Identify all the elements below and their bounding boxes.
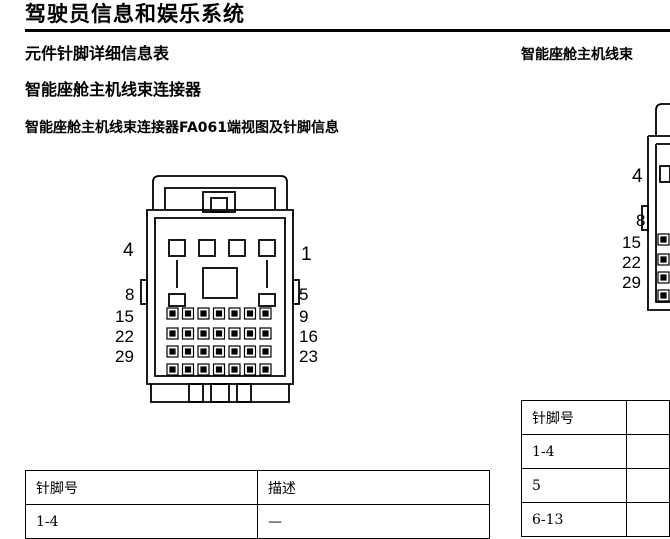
pin-info-table-right: 针脚号 1-4 5 6-13 xyxy=(520,400,670,537)
section-subtitle: 智能座舱主机线束连接器 xyxy=(25,80,202,99)
small-pin-contact xyxy=(184,310,192,317)
document-header-title: 驾驶员信息和娱乐系统 xyxy=(25,2,245,26)
table-header-pin: 针脚号 xyxy=(520,400,628,435)
table-cell-desc xyxy=(626,468,670,503)
small-pin-contact xyxy=(231,330,238,337)
pin-label-right-0: 1 xyxy=(301,244,312,265)
small-pin-contact xyxy=(200,348,207,355)
small-pin-contact xyxy=(246,366,254,373)
small-pin-contact xyxy=(231,348,238,355)
small-pin-contact xyxy=(262,348,269,355)
small-pin-contact xyxy=(231,310,238,317)
pin-info-table: 针脚号 描述 1-4 — xyxy=(25,470,490,539)
table-cell-pin: 1-4 xyxy=(520,434,628,469)
connector-caption: 智能座舱主机线束连接器FA061端视图及针脚信息 xyxy=(25,120,340,136)
pin-label-right-view-0: 4 xyxy=(632,166,643,187)
connector-caption-right: 智能座舱主机线束 xyxy=(521,47,633,63)
connector-end-view-right: 4 8 15 22 29 xyxy=(622,103,670,311)
pin-label-right-view-3: 22 xyxy=(622,253,641,272)
small-pin-contact xyxy=(200,330,207,337)
table-header-row: 针脚号 描述 xyxy=(25,470,490,505)
small-pin-contact xyxy=(246,348,254,355)
small-pin-contact xyxy=(215,348,223,355)
connector-pin-labels: 4 8 15 22 29 1 5 9 16 23 xyxy=(115,240,318,366)
small-pin-grid xyxy=(166,307,272,376)
small-pin-contact xyxy=(169,366,176,373)
small-pin-contact xyxy=(215,330,223,337)
small-pin-contact xyxy=(660,292,667,299)
small-pin-contact xyxy=(246,330,254,337)
table-header-pin: 针脚号 xyxy=(25,470,258,505)
small-pin-contact xyxy=(184,330,192,337)
table-cell-desc xyxy=(626,434,670,469)
pin-label-right-view-4: 29 xyxy=(622,273,641,292)
table-cell-desc: — xyxy=(257,504,490,539)
pin-label-right-3: 16 xyxy=(299,327,318,346)
small-pin-contact xyxy=(246,310,254,317)
small-pin-contact xyxy=(184,348,192,355)
section-title: 元件针脚详细信息表 xyxy=(25,44,170,63)
small-pin-contact xyxy=(200,366,207,373)
small-pin-contact xyxy=(215,310,223,317)
table-header-row: 针脚号 xyxy=(520,400,670,435)
small-pin-contact xyxy=(169,310,176,317)
table-header-desc xyxy=(626,400,670,435)
pin-label-right-1: 5 xyxy=(299,285,308,304)
table-cell-pin: 5 xyxy=(520,468,628,503)
pin-label-left-1: 8 xyxy=(125,285,134,304)
table-cell-pin: 1-4 xyxy=(25,504,258,539)
table-row: 6-13 xyxy=(520,502,670,537)
pin-label-right-2: 9 xyxy=(299,307,308,326)
small-pin-contact xyxy=(215,366,223,373)
pin-label-left-2: 15 xyxy=(115,307,134,326)
small-pin-contact xyxy=(262,330,269,337)
table-row: 1-4 xyxy=(520,434,670,469)
pin-label-right-view-1: 8 xyxy=(636,211,645,230)
small-pin-contact xyxy=(169,348,176,355)
small-pin-contact xyxy=(660,236,667,243)
small-pin-contact xyxy=(231,366,238,373)
pin-label-right-view-2: 15 xyxy=(622,233,641,252)
small-pin-contact xyxy=(660,274,667,281)
small-pin-contact xyxy=(262,310,269,317)
table-cell-desc xyxy=(626,502,670,537)
table-row: 1-4 — xyxy=(25,504,490,539)
small-pin-contact xyxy=(660,256,667,263)
table-row: 5 xyxy=(520,468,670,503)
small-pin-contact xyxy=(169,330,176,337)
pin-label-left-3: 22 xyxy=(115,327,134,346)
small-pin-contact xyxy=(184,366,192,373)
small-pin-contact xyxy=(200,310,207,317)
pin-label-left-4: 29 xyxy=(115,347,134,366)
pin-label-right-4: 23 xyxy=(299,347,318,366)
table-header-desc: 描述 xyxy=(257,470,490,505)
connector-outline xyxy=(140,175,300,403)
small-pin-contact xyxy=(262,366,269,373)
pin-label-left-0: 4 xyxy=(123,240,134,261)
header-rule xyxy=(25,29,670,32)
connector-end-view: 4 8 15 22 29 1 5 9 16 23 xyxy=(115,175,318,403)
table-cell-pin: 6-13 xyxy=(520,502,628,537)
